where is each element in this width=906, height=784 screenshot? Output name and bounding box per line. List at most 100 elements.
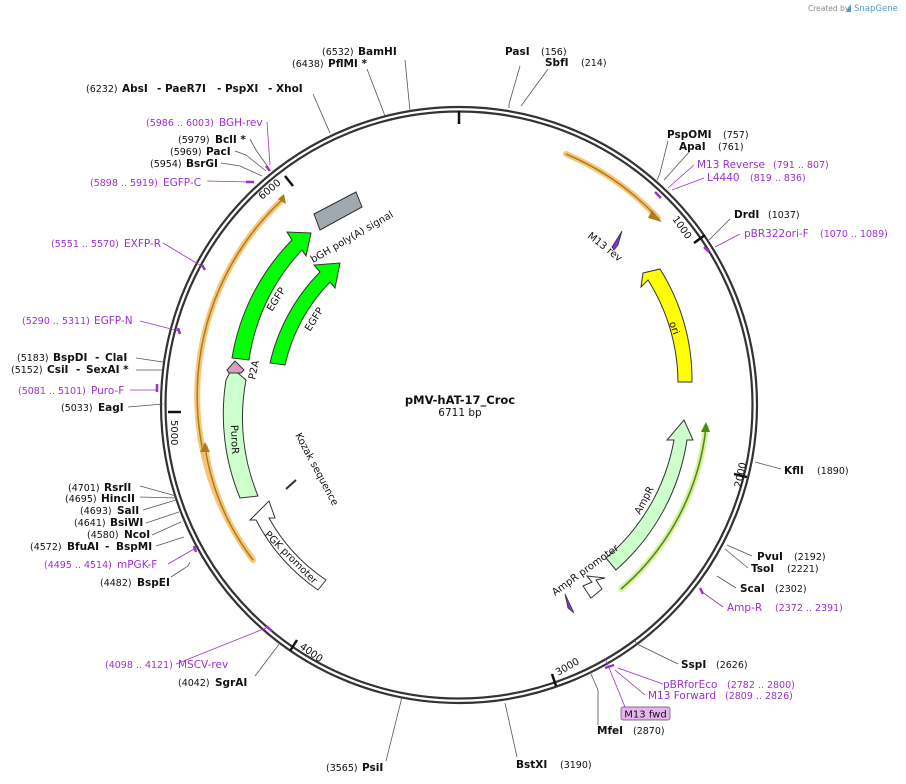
primer-label[interactable]: EGFP-N (94, 315, 133, 327)
site-separator: - (76, 364, 80, 376)
feature-pgk-promoter[interactable] (248, 500, 327, 591)
site-label[interactable]: DrdI (734, 209, 759, 221)
site-label[interactable]: SgrAI (215, 677, 247, 689)
site-position: (1037) (768, 210, 800, 221)
primer-label[interactable]: mPGK-F (117, 559, 157, 571)
site-label[interactable]: PsiI (362, 762, 383, 774)
site-label[interactable]: PspOMI (667, 129, 712, 141)
feature-puror[interactable] (222, 367, 259, 499)
ring-ticks: 1000 2000 3000 4000 5000 6000 (168, 175, 749, 687)
site-position: (3190) (560, 760, 592, 771)
site-position: (761) (718, 142, 744, 153)
site-position: (2626) (716, 660, 748, 671)
site-label[interactable]: BfuAI (67, 541, 99, 553)
site-label[interactable]: ScaI (740, 583, 765, 595)
feature-ampr-promoter[interactable] (582, 575, 606, 599)
feature-egfp-inner[interactable] (269, 262, 341, 366)
site-label[interactable]: BamHI (358, 46, 397, 58)
primer-label[interactable]: pBR322ori-F (744, 228, 809, 240)
site-label[interactable]: BspDI (53, 352, 87, 364)
primer-range: (4495 .. 4514) (44, 560, 112, 571)
primer-mark (265, 625, 273, 632)
site-label[interactable]: TsoI (751, 563, 774, 575)
primer-label[interactable]: M13 Reverse (697, 159, 765, 171)
site-position: (5969) (170, 147, 202, 158)
tick-label: 5000 (168, 420, 179, 445)
site-label[interactable]: PspXI (225, 83, 258, 95)
site-label[interactable]: BspEI (137, 577, 170, 589)
tick-mark (288, 639, 299, 652)
snapgene-logo-icon (846, 4, 851, 12)
tick-mark (733, 472, 748, 479)
credit-text: Created by (808, 4, 850, 13)
feature-label-m13-rev: M13 rev (585, 231, 624, 265)
site-label[interactable]: HincII (101, 493, 135, 505)
site-label[interactable]: PflMI * (328, 58, 367, 70)
site-label[interactable]: RsrII (104, 482, 131, 494)
site-label[interactable]: BclI * (215, 134, 246, 146)
site-label[interactable]: KflI (784, 465, 804, 477)
site-position: (5954) (150, 159, 182, 170)
site-separator: - (105, 541, 109, 553)
primer-label[interactable]: EGFP-C (163, 177, 201, 189)
site-label[interactable]: BsrGI (186, 158, 218, 170)
feature-ori[interactable] (640, 268, 693, 383)
feature-p2a[interactable] (226, 360, 245, 374)
site-position: (6438) (292, 59, 324, 70)
tick-mark (284, 175, 294, 187)
site-label[interactable]: ClaI (105, 352, 127, 364)
boxed-primer-badge[interactable] (620, 706, 671, 721)
site-position: (4482) (100, 578, 132, 589)
feature-label-puror: PuroR (228, 425, 240, 455)
site-separator: - (157, 83, 161, 95)
site-label[interactable]: EagI (98, 402, 124, 414)
orf-arrowhead (701, 422, 710, 432)
site-label[interactable]: XhoI (276, 83, 303, 95)
orf-arc-amp-core (620, 426, 707, 590)
site-position: (214) (581, 58, 607, 69)
site-position: (757) (723, 130, 749, 141)
feature-kozak[interactable] (285, 479, 297, 490)
feature-bgh-polya[interactable] (313, 191, 363, 231)
site-label[interactable]: MfeI (597, 725, 623, 737)
site-label[interactable]: SalI (117, 505, 139, 517)
primer-range: (5986 .. 6003) (146, 118, 214, 129)
feature-m13-rev[interactable] (611, 230, 623, 251)
primer-label[interactable]: EXFP-R (124, 238, 161, 250)
primer-mark (265, 165, 271, 172)
site-label[interactable]: SspI (681, 659, 706, 671)
site-label[interactable]: BspMI (116, 541, 152, 553)
site-label[interactable]: PaeR7I (165, 83, 206, 95)
primer-label[interactable]: MSCV-rev (178, 659, 228, 671)
site-position: (5033) (61, 403, 93, 414)
site-label[interactable]: SbfI (545, 57, 569, 69)
backbone-outer (159, 105, 759, 705)
site-label[interactable]: AbsI (122, 83, 148, 95)
primer-label[interactable]: Puro-F (91, 385, 124, 397)
feature-egfp-outer[interactable] (231, 231, 312, 361)
site-label[interactable]: PasI (505, 46, 530, 58)
site-label[interactable]: NcoI (124, 529, 150, 541)
primer-label[interactable]: L4440 (707, 172, 740, 184)
site-label[interactable]: ApaI (679, 141, 706, 153)
site-label[interactable]: CsiI (47, 364, 68, 376)
site-position: (2221) (787, 564, 819, 575)
site-label[interactable]: BstXI (516, 759, 547, 771)
feature-ampr[interactable] (605, 419, 694, 571)
site-label[interactable]: SexAI * (86, 364, 129, 376)
site-label[interactable]: PacI (206, 146, 231, 158)
feature-m13-fwd[interactable] (564, 593, 575, 614)
primer-label[interactable]: Amp-R (727, 602, 762, 614)
site-label[interactable]: BsiWI (110, 517, 143, 529)
site-position: (6232) (86, 84, 118, 95)
site-label[interactable]: PvuI (757, 551, 783, 563)
site-position: (4641) (74, 518, 106, 529)
primer-label[interactable]: pBRforEco (663, 679, 717, 691)
primer-range: (1070 .. 1089) (820, 229, 888, 240)
plasmid-length: 6711 bp (438, 407, 482, 419)
primer-mark (192, 545, 198, 553)
site-position: (4701) (68, 483, 100, 494)
primer-label[interactable]: M13 Forward (648, 690, 716, 702)
primer-label[interactable]: BGH-rev (219, 117, 263, 129)
primer-range: (5290 .. 5311) (22, 316, 90, 327)
